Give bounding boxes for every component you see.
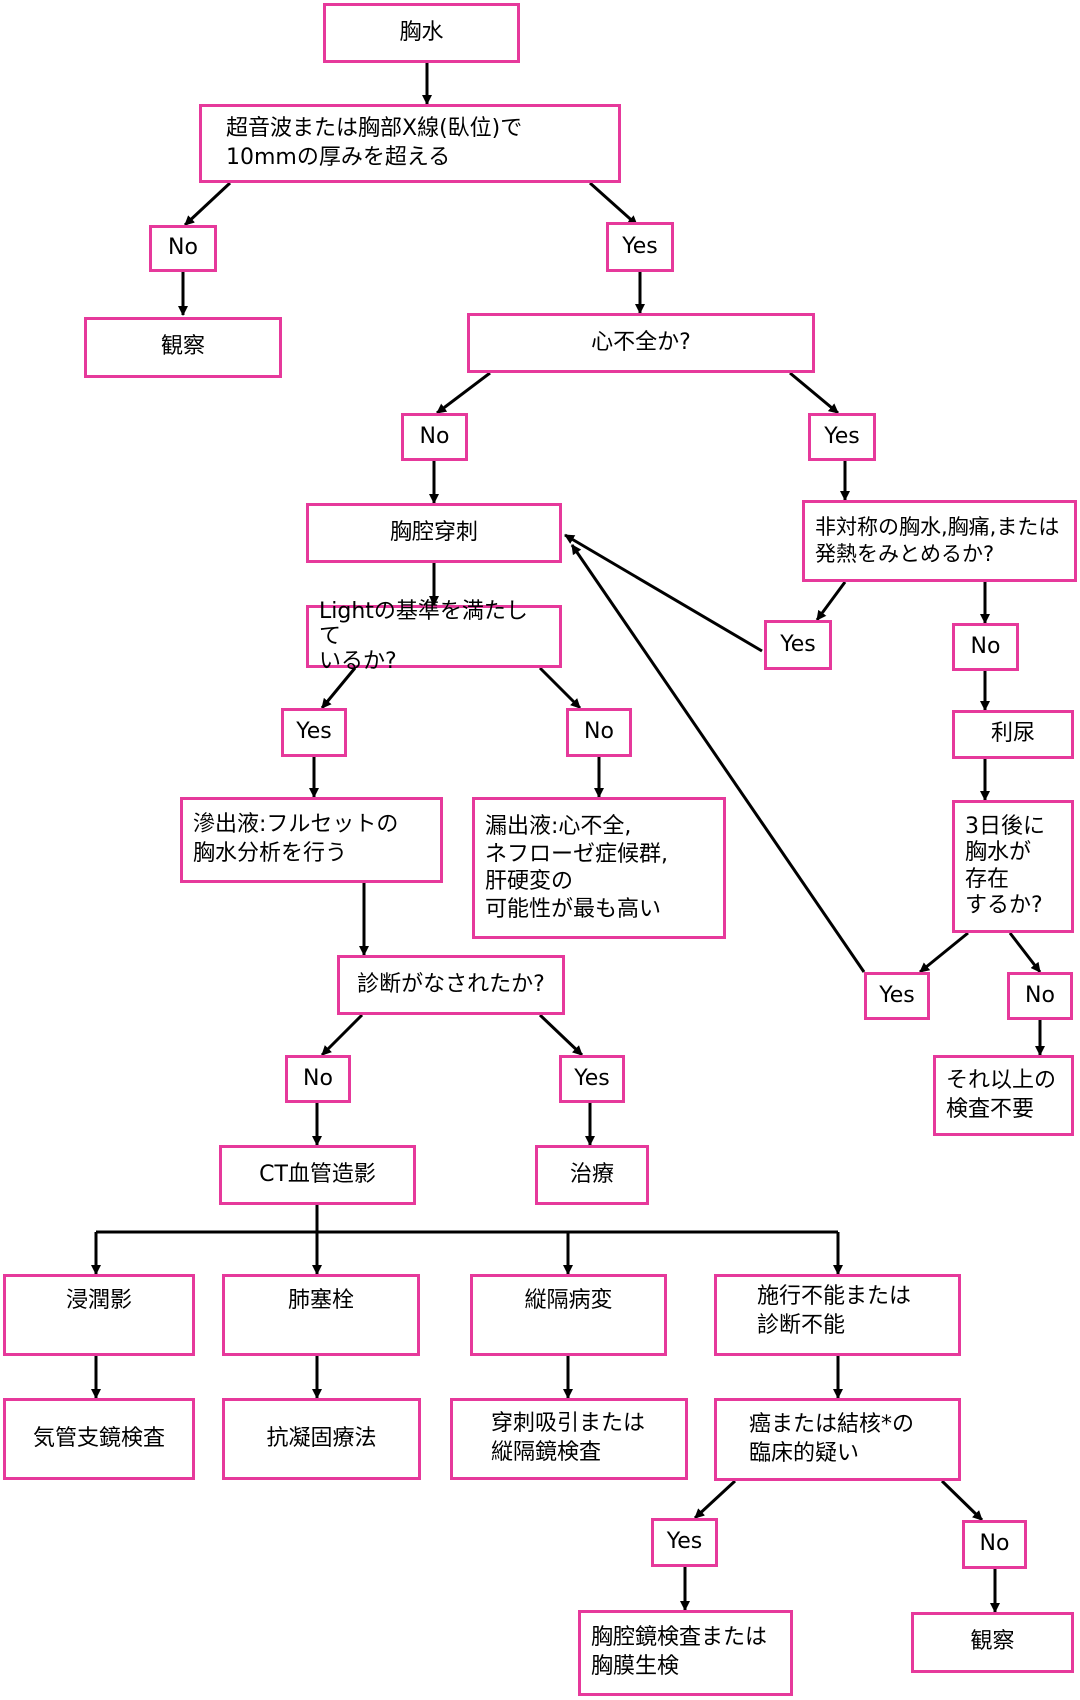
node-exudate: 滲出液:フルセットの 胸水分析を行う — [180, 797, 443, 883]
node-answer-no-5: No — [566, 708, 632, 757]
edge-cancer-to-yes — [693, 1479, 737, 1520]
node-answer-no-6: No — [285, 1055, 351, 1103]
node-observe-1: 観察 — [84, 317, 282, 378]
edge-hf-to-no — [436, 371, 491, 415]
node-thoracentesis: 胸腔穿刺 — [306, 503, 562, 563]
node-thoracoscopy-biopsy: 胸腔鏡検査または 胸膜生検 — [578, 1610, 793, 1696]
node-mediastinal-lesion: 縦隔病変 — [470, 1274, 667, 1356]
node-aspiration-mediastinoscopy: 穿刺吸引または 縦隔鏡検査 — [450, 1398, 688, 1480]
node-answer-yes-4: Yes — [864, 972, 930, 1020]
node-answer-no-1: No — [149, 225, 217, 272]
node-answer-yes-1: Yes — [606, 222, 674, 272]
node-asymmetric-question: 非対称の胸水,胸痛,または 発熱をみとめるか? — [802, 500, 1077, 582]
edge-diagnosis-to-yes — [538, 1013, 584, 1057]
edge-light-to-yes — [320, 667, 357, 709]
node-heart-failure-question: 心不全か? — [467, 313, 815, 373]
node-answer-yes-3: Yes — [764, 620, 832, 670]
edge-thickness-to-yes — [589, 181, 638, 227]
edge-cancer-to-no — [940, 1479, 984, 1522]
node-not-feasible: 施行不能または 診断不能 — [714, 1274, 961, 1356]
node-answer-no-3: No — [952, 623, 1019, 671]
edge-3days-to-no — [1008, 932, 1042, 973]
node-answer-yes-5: Yes — [281, 708, 347, 757]
edge-diagnosis-to-no — [320, 1013, 364, 1057]
edge-light-to-no — [538, 666, 582, 710]
node-pleural-effusion: 胸水 — [323, 3, 520, 63]
edge-yes-back-to-thoracentesis-2 — [570, 544, 866, 973]
node-transudate: 漏出液:心不全, ネフローゼ症候群, 肝硬変の 可能性が最も高い — [472, 797, 726, 939]
node-observe-2: 観察 — [911, 1612, 1074, 1673]
node-three-days-question: 3日後に 胸水が 存在 するか? — [952, 800, 1074, 933]
node-treatment: 治療 — [535, 1145, 649, 1205]
node-thickness-question: 超音波または胸部X線(臥位)で 10mmの厚みを超える — [199, 104, 621, 183]
node-answer-yes-2: Yes — [808, 413, 876, 461]
node-no-further-tests: それ以上の 検査不要 — [933, 1055, 1074, 1136]
node-ct-angiography: CT血管造影 — [219, 1145, 416, 1205]
node-pulmonary-embolism: 肺塞栓 — [222, 1274, 420, 1356]
edge-3days-to-yes — [919, 931, 969, 974]
node-diagnosis-question: 診断がなされたか? — [337, 955, 565, 1015]
edge-thickness-to-no — [183, 181, 232, 227]
edge-hf-to-yes — [789, 371, 839, 415]
edge-asym-to-yes — [815, 581, 847, 621]
node-diuretic: 利尿 — [952, 710, 1074, 759]
node-answer-no-7: No — [962, 1520, 1027, 1569]
node-infiltrate: 浸潤影 — [3, 1274, 195, 1356]
node-light-criteria-question: Lightの基準を満たして いるか? — [306, 599, 562, 674]
node-bronchoscopy: 気管支鏡検査 — [3, 1398, 195, 1480]
node-answer-no-2: No — [401, 413, 468, 461]
node-answer-yes-7: Yes — [651, 1518, 718, 1567]
node-answer-yes-6: Yes — [559, 1055, 625, 1103]
node-cancer-tb-question: 癌または結核*の 臨床的疑い — [714, 1398, 961, 1481]
node-anticoagulation: 抗凝固療法 — [222, 1398, 421, 1480]
edge-yes-back-to-thoracentesis — [564, 533, 763, 653]
node-answer-no-4: No — [1007, 972, 1073, 1020]
